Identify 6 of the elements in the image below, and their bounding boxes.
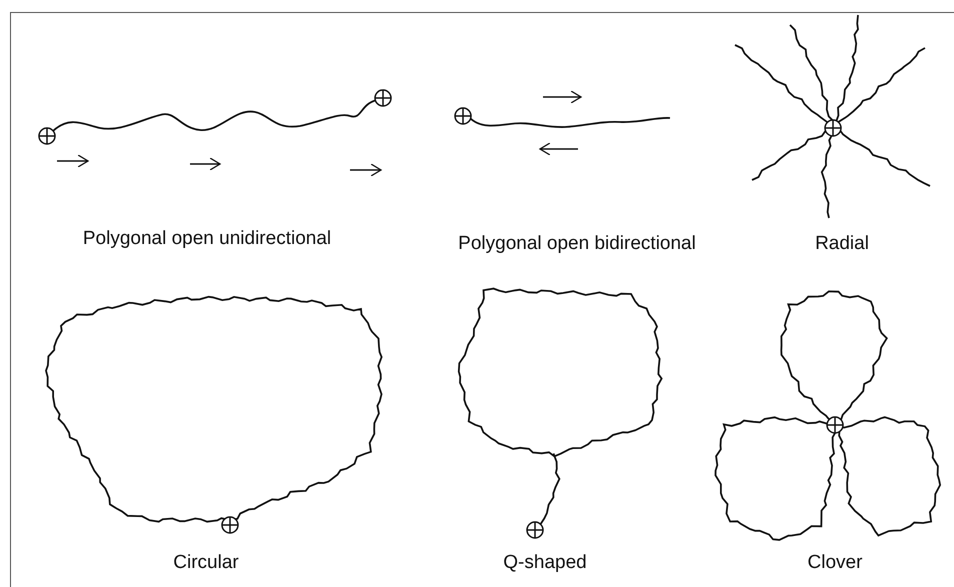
caption: Polygonal open unidirectional — [82, 228, 332, 250]
caption: Radial — [815, 233, 869, 255]
caption: Circular — [173, 552, 239, 574]
caption: Clover — [808, 552, 862, 574]
caption: Q-shaped — [503, 552, 587, 574]
caption: Polygonal open bidirectional — [458, 233, 696, 255]
